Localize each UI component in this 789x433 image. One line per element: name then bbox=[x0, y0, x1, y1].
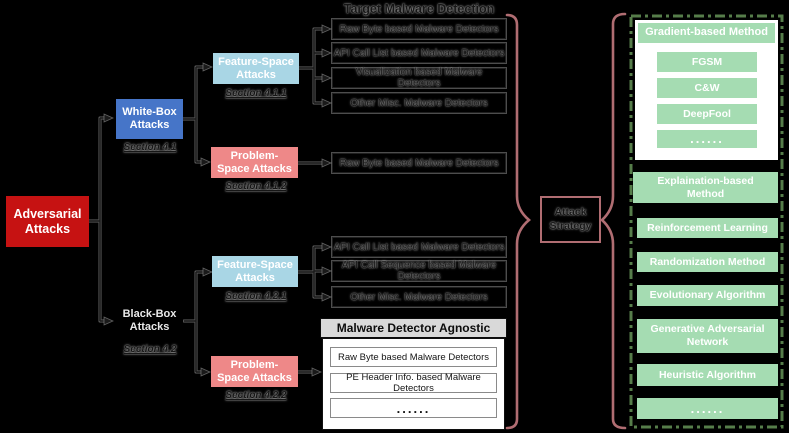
section-4-1-1-label: Section 4.1.1 bbox=[225, 88, 287, 99]
method-box-heuristic: Heuristic Algorithm bbox=[637, 364, 778, 386]
white-box-attacks-node: White-Box Attacks bbox=[116, 99, 183, 139]
target-detector-box: Other Misc. Malware Detectors bbox=[332, 287, 506, 307]
target-detector-box: Visualization based Malware Detectors bbox=[332, 67, 506, 89]
target-detector-box: API Call List based Malware Detectors bbox=[332, 43, 506, 63]
target-detector-box: Other Misc. Malware Detectors bbox=[332, 93, 506, 113]
gradient-based-method-header: Gradient-based Method bbox=[638, 23, 775, 43]
target-detector-box: API Call Sequence based Malware Detector… bbox=[332, 260, 506, 282]
method-box-gan: Generative Adversarial Network bbox=[637, 319, 778, 353]
method-box-randomization: Randomization Method bbox=[637, 252, 778, 272]
black-box-attacks-node: Black-Box Attacks bbox=[116, 301, 183, 341]
section-4-2-label: Section 4.2 bbox=[123, 344, 177, 355]
section-4-2-1-label: Section 4.2.1 bbox=[225, 291, 287, 302]
method-box-evolutionary: Evolutionary Algorithm bbox=[637, 285, 778, 306]
section-4-1-label: Section 4.1 bbox=[123, 142, 177, 153]
section-4-1-2-label: Section 4.1.2 bbox=[225, 181, 287, 192]
method-box-ellipsis: ...... bbox=[657, 130, 757, 148]
wb-feature-space-attacks-node: Feature-Space Attacks bbox=[213, 53, 299, 84]
bb-problem-space-attacks-node: Problem-Space Attacks bbox=[211, 356, 298, 387]
malware-detector-agnostic-header: Malware Detector Agnostic bbox=[320, 318, 507, 338]
agnostic-detector-ellipsis-box: ...... bbox=[330, 398, 497, 418]
target-malware-detection-title: Target Malware Detection bbox=[343, 2, 495, 16]
method-box-ellipsis-bottom: ...... bbox=[637, 398, 778, 419]
left-curly-brace bbox=[505, 13, 532, 430]
adversarial-attacks-node: Adversarial Attacks bbox=[6, 196, 89, 247]
section-4-2-2-label: Section 4.2.2 bbox=[225, 390, 287, 401]
agnostic-detector-box: Raw Byte based Malware Detectors bbox=[330, 347, 497, 367]
method-box-reinforcement: Reinforcement Learning bbox=[637, 218, 778, 238]
method-box-cw: C&W bbox=[657, 78, 757, 98]
target-detector-box: Raw Byte based Malware Detectors bbox=[332, 19, 506, 39]
attack-strategy-node: Attack Strategy bbox=[540, 196, 601, 243]
bb-feature-space-attacks-node: Feature-Space Attacks bbox=[212, 256, 298, 287]
right-curly-brace bbox=[600, 12, 627, 430]
method-box-fgsm: FGSM bbox=[657, 52, 757, 72]
target-detector-box: Raw Byte based Malware Detectors bbox=[332, 153, 506, 173]
target-detector-box: API Call List based Malware Detectors bbox=[332, 237, 506, 257]
agnostic-detector-box: PE Header Info. based Malware Detectors bbox=[330, 372, 497, 394]
method-box-deepfool: DeepFool bbox=[657, 104, 757, 124]
wb-problem-space-attacks-node: Problem-Space Attacks bbox=[211, 147, 298, 178]
method-box-explanation: Explaination-based Method bbox=[633, 172, 778, 203]
